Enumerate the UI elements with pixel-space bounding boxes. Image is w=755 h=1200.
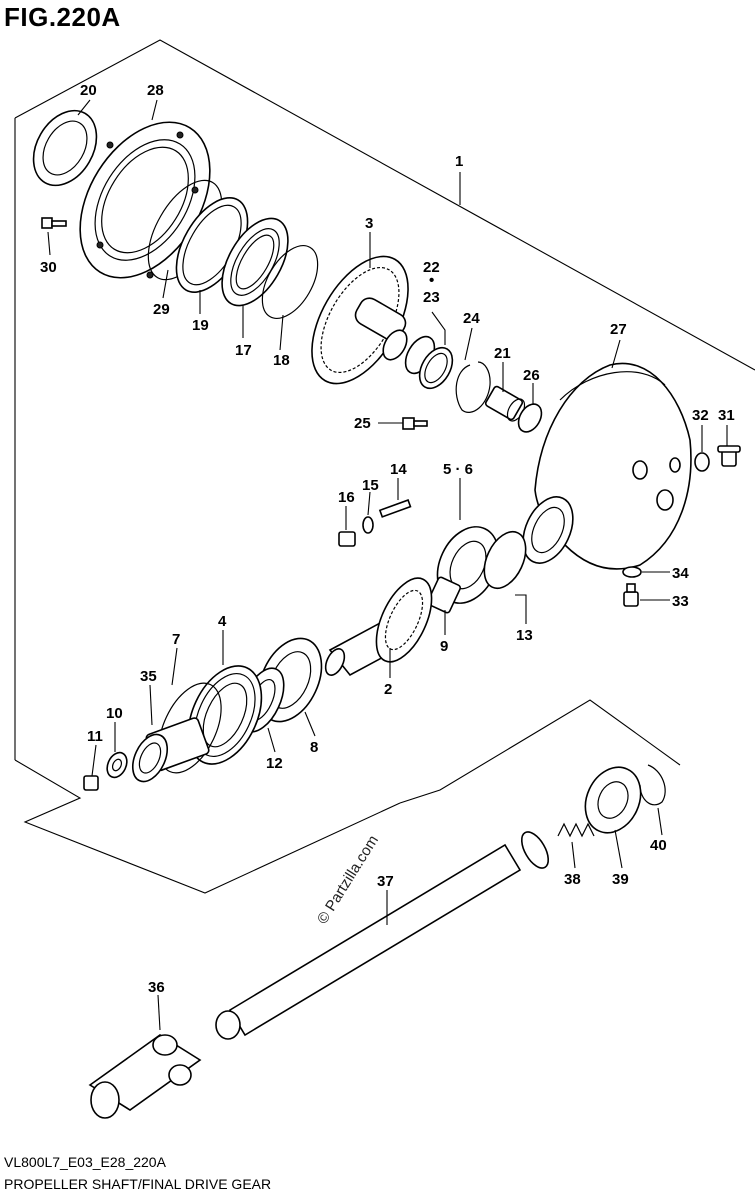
callout-10: 10 — [106, 705, 123, 722]
callout-leaders — [47, 99, 728, 1031]
callout-1: 1 — [455, 153, 463, 170]
callout-24: 24 — [463, 310, 480, 327]
callout-28: 28 — [147, 82, 164, 99]
callout-15: 15 — [362, 477, 379, 494]
callout-26: 26 — [523, 367, 540, 384]
bearing-case-28 — [79, 121, 211, 279]
circlip-24 — [455, 361, 491, 413]
callout-labels: 1 20 28 30 29 19 17 18 3 22 • 23 24 21 2… — [40, 82, 735, 996]
callout-11: 11 — [87, 728, 103, 745]
callout-8: 8 — [310, 739, 318, 756]
callout-20: 20 — [80, 82, 97, 99]
plug-33 — [623, 583, 639, 607]
ring-gear-3 — [311, 255, 409, 385]
callout-16: 16 — [338, 489, 355, 506]
callout-23: 23 — [423, 289, 440, 306]
assembly-outline — [14, 39, 755, 371]
propeller-shaft-37 — [215, 831, 550, 1040]
diagram-title: PROPELLER SHAFT/FINAL DRIVE GEAR — [4, 1176, 272, 1192]
callout-32: 32 — [692, 407, 709, 424]
callout-19: 19 — [192, 317, 209, 334]
o-ring-23 — [418, 346, 454, 390]
o-ring-13 — [483, 530, 527, 590]
washer-15 — [362, 516, 374, 534]
callout-22: 22 — [423, 259, 440, 276]
shaft-group-outline — [399, 699, 681, 804]
callout-5-6: 5 · 6 — [443, 461, 473, 478]
drive-pinion-gear-2 — [324, 577, 433, 677]
callout-38: 38 — [564, 871, 581, 888]
spring-38 — [557, 822, 595, 838]
o-ring-26 — [517, 403, 543, 433]
plug-31 — [717, 445, 741, 467]
gasket-32 — [694, 452, 710, 472]
universal-joint-36 — [88, 1034, 202, 1119]
callout-25: 25 — [354, 415, 371, 432]
oil-seal-20 — [32, 109, 98, 187]
callout-17: 17 — [235, 342, 252, 359]
callout-13: 13 — [516, 627, 533, 644]
bolt-30 — [41, 217, 67, 229]
nut-11 — [83, 775, 99, 791]
callout-4: 4 — [218, 613, 227, 630]
callout-34: 34 — [672, 565, 689, 582]
callout-39: 39 — [612, 871, 629, 888]
callout-40: 40 — [650, 837, 667, 854]
model-code: VL800L7_E03_E28_220A — [4, 1154, 166, 1170]
nut-16 — [338, 531, 356, 547]
callout-21: 21 — [494, 345, 511, 362]
callout-7: 7 — [172, 631, 180, 648]
coupling-35 — [131, 717, 210, 783]
callout-9: 9 — [440, 638, 448, 655]
figure-title: FIG.220A — [4, 2, 121, 32]
snap-ring-18 — [261, 245, 319, 319]
bearing-9 — [426, 576, 462, 614]
bearing-17 — [221, 217, 289, 307]
callout-14: 14 — [390, 461, 407, 478]
circlip-40 — [639, 764, 666, 806]
callout-27: 27 — [610, 321, 627, 338]
oil-seal-39 — [584, 766, 642, 834]
washer-10 — [106, 751, 128, 779]
callout-33: 33 — [672, 593, 689, 610]
assembly-outline — [14, 759, 401, 894]
callout-37: 37 — [377, 873, 394, 890]
callout-18: 18 — [273, 352, 290, 369]
callout-31: 31 — [718, 407, 735, 424]
callout-35: 35 — [140, 668, 157, 685]
callout-30: 30 — [40, 259, 57, 276]
bolt-25 — [402, 417, 428, 430]
needle-bearing-21 — [484, 385, 526, 422]
callout-29: 29 — [153, 301, 170, 318]
final-gear-case-27 — [522, 362, 692, 570]
o-ring-7 — [158, 682, 222, 774]
callout-12: 12 — [266, 755, 283, 772]
stud-bolt-14 — [378, 499, 412, 518]
callout-36: 36 — [148, 979, 165, 996]
watermark: © Partzilla.com — [314, 832, 382, 927]
callout-3: 3 — [365, 215, 373, 232]
callout-22-dot: • — [429, 272, 434, 289]
callout-2: 2 — [384, 681, 392, 698]
gasket-34 — [622, 566, 642, 578]
